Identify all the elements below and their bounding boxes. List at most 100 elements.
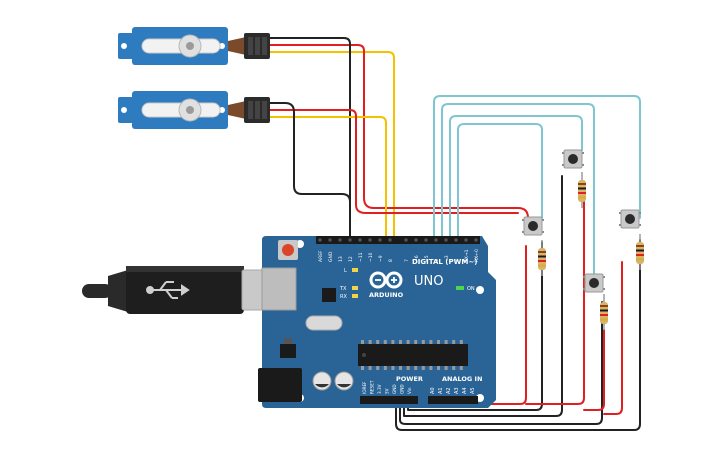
button-cap[interactable] xyxy=(625,214,635,224)
analog-pin-label: A4 xyxy=(462,387,468,394)
power-pin-label: 3.3V xyxy=(377,384,382,394)
status-leds: L TX RX ON xyxy=(339,268,475,300)
button-wire-c xyxy=(449,115,583,241)
pin-hole xyxy=(328,238,332,242)
model-label: UNO xyxy=(414,274,443,289)
power-pin-label: RESET xyxy=(370,380,375,394)
usb-icon xyxy=(146,281,190,299)
pin-hole xyxy=(358,238,362,242)
digital-pin-label: 12 xyxy=(348,256,354,262)
resistor-power-b xyxy=(525,199,585,405)
analog-header-label: ANALOG IN xyxy=(442,375,482,383)
digital-pin-label: 4 xyxy=(434,259,440,262)
resistor[interactable] xyxy=(600,294,608,330)
usb-cable[interactable] xyxy=(82,266,289,314)
pin-hole xyxy=(348,238,352,242)
pin-hole xyxy=(378,238,382,242)
power-header-label: POWER xyxy=(396,375,423,383)
digital-pin-label: TX→1 xyxy=(464,249,470,263)
pin-hole xyxy=(464,238,468,242)
voltage-regulator xyxy=(280,344,296,358)
button-ground-a xyxy=(395,239,641,431)
led-rx-label: RX xyxy=(340,294,347,300)
analog-pin-label: A5 xyxy=(470,387,476,394)
button-ground-c xyxy=(403,175,563,417)
servo1-signal-wire xyxy=(269,51,395,241)
power-pin-label: Vin xyxy=(407,387,412,394)
digital-pin-label: ~3 xyxy=(444,255,450,262)
resistor[interactable] xyxy=(538,240,546,276)
servo1-power-wire xyxy=(269,44,529,233)
digital-header xyxy=(316,236,480,244)
servo2-signal-wire xyxy=(269,116,387,241)
servo2-ground-wire xyxy=(269,102,351,241)
pin-hole xyxy=(424,238,428,242)
digital-pin-label: GND xyxy=(328,251,334,262)
pushbutton[interactable] xyxy=(583,273,605,293)
digital-pin-label: ~5 xyxy=(424,255,430,262)
pin-hole xyxy=(434,238,438,242)
digital-pin-label: 7 xyxy=(404,259,410,262)
power-header xyxy=(360,396,418,404)
analog-pin-label: A2 xyxy=(446,387,452,394)
button-wire-d xyxy=(457,123,543,241)
analog-pin-label: A1 xyxy=(438,387,444,394)
dc-power-jack xyxy=(258,368,302,402)
servo-motor-2[interactable] xyxy=(118,91,270,129)
pin-hole xyxy=(474,238,478,242)
pin-hole xyxy=(444,238,448,242)
resistor-power-d xyxy=(603,261,623,415)
digital-pin-label: ~10 xyxy=(368,252,374,262)
pushbutton[interactable] xyxy=(562,149,584,169)
power-pin-label: GND xyxy=(392,384,397,394)
resistor-power-a xyxy=(389,245,527,405)
pin-hole xyxy=(368,238,372,242)
pin-hole xyxy=(454,238,458,242)
button-cap[interactable] xyxy=(568,154,578,164)
microcontroller-chip xyxy=(358,344,468,366)
digital-pin-label: 8 xyxy=(388,259,394,262)
button-cap[interactable] xyxy=(589,278,599,288)
servo1-ground-wire xyxy=(269,37,351,241)
usb-chip xyxy=(322,288,336,302)
button-ground-b xyxy=(399,301,603,425)
usb-b-jack xyxy=(261,267,297,311)
pin-hole xyxy=(388,238,392,242)
on-led-label: ON xyxy=(467,286,475,292)
pushbutton[interactable] xyxy=(619,209,641,229)
digital-pin-label: 2 xyxy=(454,259,460,262)
pin-hole xyxy=(414,238,418,242)
servo-motor-1[interactable] xyxy=(118,27,270,65)
led-tx-label: TX xyxy=(339,286,347,292)
arduino-logo xyxy=(369,271,403,289)
pin-hole xyxy=(338,238,342,242)
button-cap[interactable] xyxy=(528,221,538,231)
analog-pin-label: A3 xyxy=(454,387,460,394)
button-wire-b xyxy=(441,103,595,279)
servo2-power-wire xyxy=(269,109,519,214)
digital-pin-label: ~11 xyxy=(358,252,364,262)
resistor-power-c xyxy=(583,329,605,411)
digital-pin-label: AREF xyxy=(318,250,324,262)
digital-pin-label: ~9 xyxy=(378,255,384,262)
power-pin-label: GND xyxy=(400,384,405,394)
resistor[interactable] xyxy=(578,172,586,208)
analog-pin-label: A0 xyxy=(430,387,436,394)
wires xyxy=(269,37,641,431)
button-wire-a xyxy=(433,95,641,241)
pushbutton[interactable] xyxy=(522,216,544,236)
reset-button[interactable] xyxy=(278,240,298,260)
crystal-oscillator xyxy=(305,315,343,331)
digital-header-label: DIGITAL (PWM~) xyxy=(412,258,477,266)
led-l-label: L xyxy=(344,268,347,274)
power-pin-label: 5V xyxy=(385,388,390,394)
digital-pin-label: ~6 xyxy=(414,255,420,262)
resistor[interactable] xyxy=(636,234,644,270)
pin-hole xyxy=(318,238,322,242)
analog-header xyxy=(428,396,478,404)
